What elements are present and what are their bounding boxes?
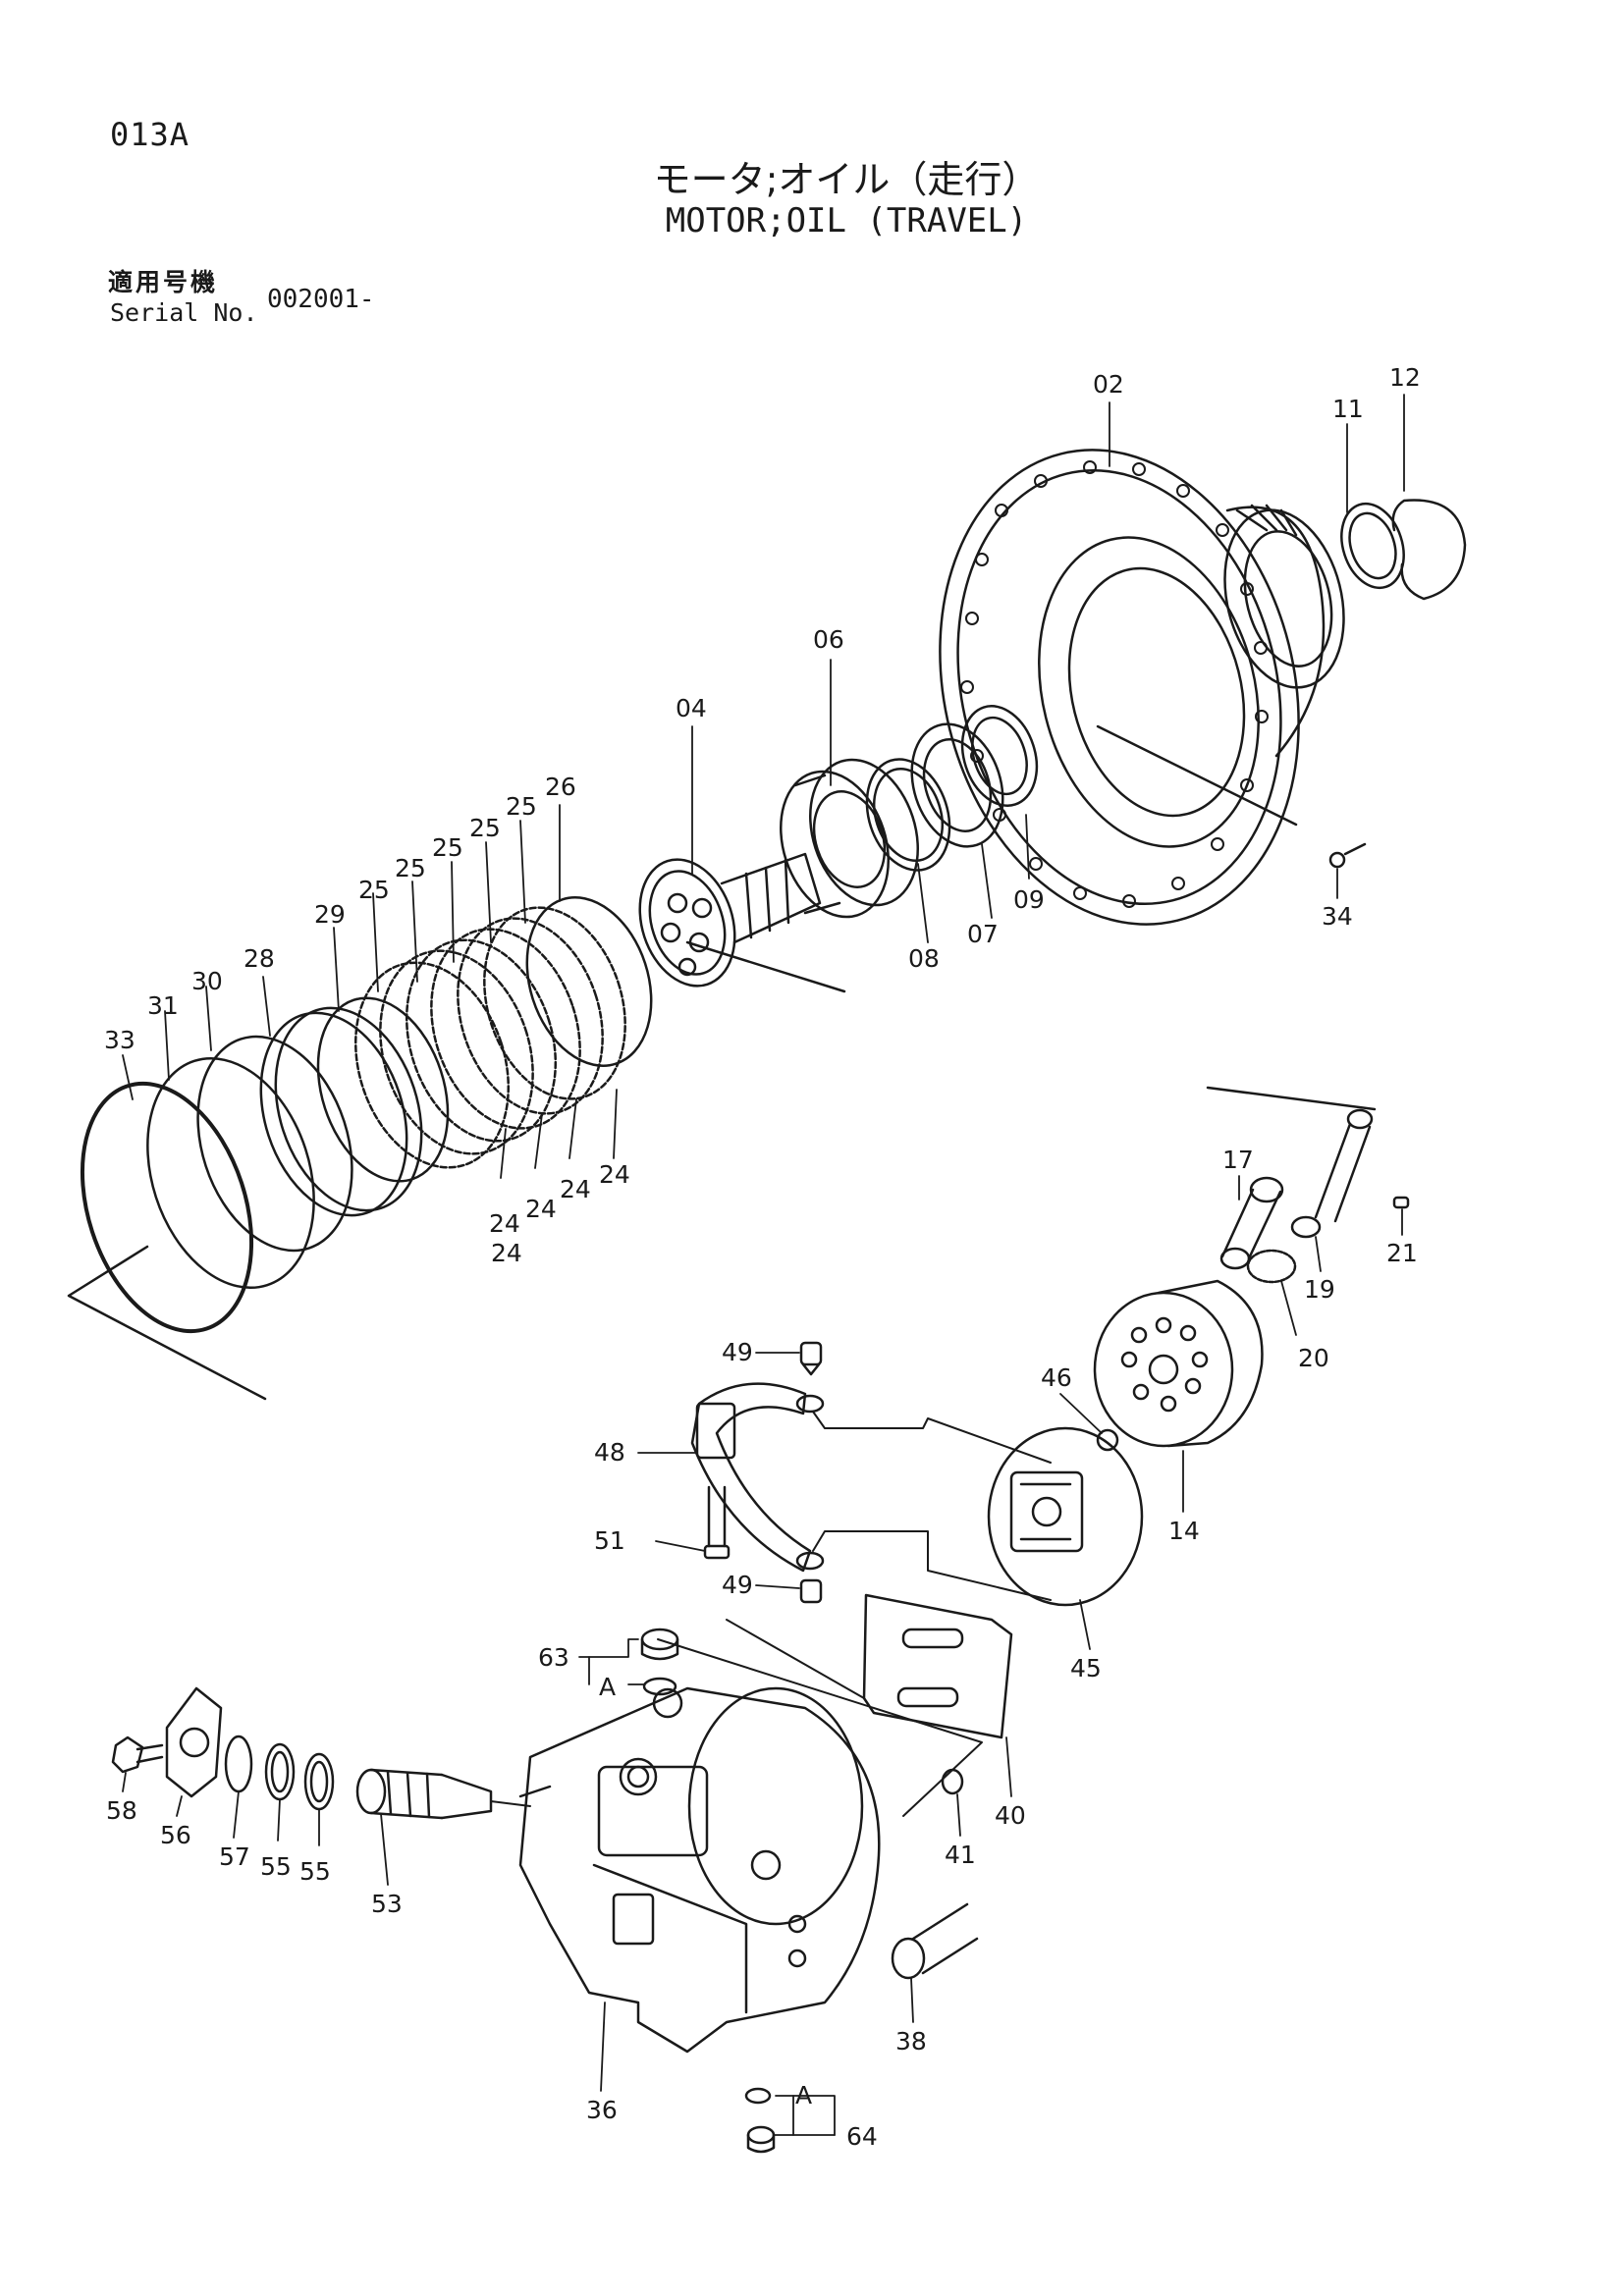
leader-lines xyxy=(122,394,1405,2136)
part-08-ring xyxy=(865,758,951,872)
part-34-oring xyxy=(1328,851,1346,869)
title-japanese: モータ;オイル（走行） xyxy=(653,158,1040,201)
callout-a-top: A xyxy=(599,1673,616,1701)
label-24-c: 24 xyxy=(525,1195,557,1223)
label-49-bottom: 49 xyxy=(722,1571,753,1599)
callout-a-bottom: A xyxy=(795,2081,812,2109)
title-english: MOTOR;OIL (TRAVEL) xyxy=(665,201,1028,240)
part-45-valve-plate xyxy=(987,1426,1144,1607)
part-53-spool xyxy=(355,1768,493,1820)
label-41: 41 xyxy=(945,1841,976,1869)
part-33-oring xyxy=(80,1081,254,1334)
part-46-pin xyxy=(1096,1428,1119,1452)
part-28-piston xyxy=(259,1011,408,1217)
label-24-a: 24 xyxy=(599,1160,630,1189)
part-63-plug xyxy=(640,1628,679,1661)
label-45: 45 xyxy=(1070,1654,1102,1682)
part-09-seal xyxy=(960,705,1039,807)
part-36-motor-case xyxy=(518,1686,881,2054)
label-17: 17 xyxy=(1222,1146,1254,1174)
page-code: 013A xyxy=(110,116,190,153)
label-36: 36 xyxy=(586,2096,618,2124)
part-48-bracket xyxy=(690,1382,825,1573)
label-25-d: 25 xyxy=(395,854,426,882)
part-51-bolt xyxy=(703,1485,731,1560)
part-26-ring xyxy=(525,896,653,1067)
label-07: 07 xyxy=(967,920,999,948)
oring-a-top xyxy=(642,1677,677,1696)
part-02-hub-housing xyxy=(939,449,1345,926)
label-14: 14 xyxy=(1168,1517,1200,1545)
part-30-ring xyxy=(196,1035,353,1253)
label-64: 64 xyxy=(846,2122,878,2151)
label-53: 53 xyxy=(371,1890,403,1918)
serial-label-japanese: 適用号機 xyxy=(108,268,219,296)
part-labels: 02 11 12 06 04 26 25 25 25 25 25 29 28 3… xyxy=(104,363,1421,2151)
label-55-b: 55 xyxy=(299,1857,331,1886)
part-38-bolt xyxy=(891,1902,979,1980)
label-11: 11 xyxy=(1332,395,1364,423)
label-28: 28 xyxy=(244,944,275,973)
label-29: 29 xyxy=(314,900,346,929)
label-04: 04 xyxy=(676,694,707,722)
serial-number-value: 002001- xyxy=(267,285,375,314)
oring-a-bottom xyxy=(744,2087,772,2105)
serial-label-english: Serial No. xyxy=(110,298,258,327)
part-25-24-disc-stack xyxy=(353,906,626,1169)
part-06-roller-bearing xyxy=(780,758,919,919)
label-21: 21 xyxy=(1386,1239,1418,1267)
label-38: 38 xyxy=(895,2027,927,2056)
part-21-pin xyxy=(1392,1196,1410,1209)
label-31: 31 xyxy=(147,991,179,1020)
label-48: 48 xyxy=(594,1438,625,1467)
part-40-plate xyxy=(862,1593,1013,1739)
part-07-bearing xyxy=(910,722,1004,848)
part-56-cover xyxy=(165,1686,223,1798)
label-24-b: 24 xyxy=(560,1175,591,1203)
part-20-spring xyxy=(1246,1249,1297,1284)
label-55-a: 55 xyxy=(260,1852,292,1881)
part-17-plug xyxy=(1219,1176,1284,1270)
part-31-ring xyxy=(146,1056,315,1290)
part-11-ring xyxy=(1340,502,1405,590)
label-25-b: 25 xyxy=(469,814,501,842)
label-25-a: 25 xyxy=(506,792,537,821)
flange-bolt-holes xyxy=(960,460,1269,908)
part-04-shaft xyxy=(638,852,846,993)
part-57-oring xyxy=(224,1735,253,1793)
label-12: 12 xyxy=(1389,363,1421,392)
label-25-e: 25 xyxy=(358,876,390,904)
part-14-cylinder-block xyxy=(1093,1279,1264,1448)
part-64-plug xyxy=(746,2125,776,2154)
part-58-bolt xyxy=(111,1735,164,1774)
part-49-pin-bottom xyxy=(799,1578,823,1604)
label-56: 56 xyxy=(160,1821,191,1849)
label-24-d: 24 xyxy=(489,1209,520,1238)
label-02: 02 xyxy=(1093,370,1124,399)
label-20: 20 xyxy=(1298,1344,1329,1372)
label-57: 57 xyxy=(219,1842,250,1871)
label-51: 51 xyxy=(594,1526,625,1555)
label-26: 26 xyxy=(545,773,576,801)
part-12-snap-ring xyxy=(1391,499,1467,601)
label-49-top: 49 xyxy=(722,1338,753,1366)
part-49-pin-top xyxy=(799,1341,823,1376)
label-19: 19 xyxy=(1304,1275,1335,1304)
label-33: 33 xyxy=(104,1026,135,1054)
part-19-spool xyxy=(1290,1108,1374,1239)
label-25-c: 25 xyxy=(432,833,463,862)
label-09: 09 xyxy=(1013,885,1045,914)
label-06: 06 xyxy=(813,625,844,654)
label-34: 34 xyxy=(1322,902,1353,931)
label-08: 08 xyxy=(908,944,940,973)
part-41-pin xyxy=(941,1768,964,1795)
label-40: 40 xyxy=(995,1801,1026,1830)
label-63: 63 xyxy=(538,1643,569,1672)
label-58: 58 xyxy=(106,1796,137,1825)
label-30: 30 xyxy=(191,967,223,995)
label-46: 46 xyxy=(1041,1363,1072,1392)
label-24-e: 24 xyxy=(491,1239,522,1267)
